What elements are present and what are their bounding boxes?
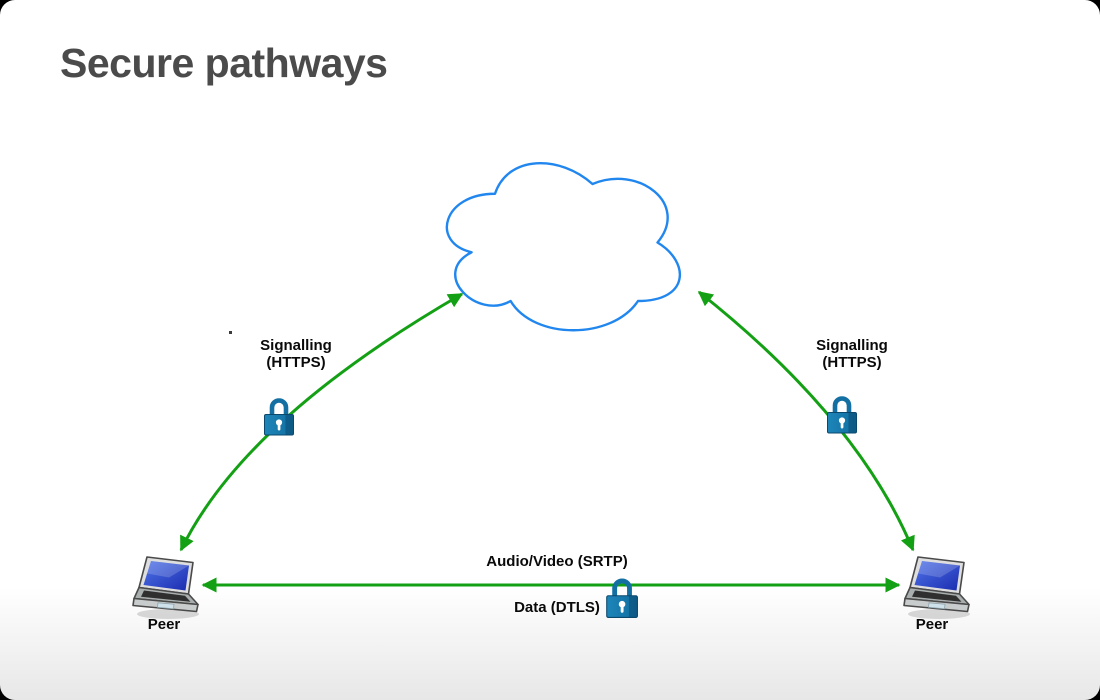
label-signalling-left-line2: (HTTPS): [266, 354, 326, 371]
label-peer-left: Peer: [147, 616, 181, 633]
laptop-icon-right: [903, 556, 971, 620]
label-signalling-right-line1: Signalling: [816, 337, 888, 354]
label-signalling-left-line1: Signalling: [260, 337, 332, 354]
internet-cloud-icon: [445, 162, 681, 332]
label-peer-right: Peer: [915, 616, 949, 633]
label-signalling-left: Signalling (HTTPS): [260, 337, 332, 371]
label-signalling-right-line2: (HTTPS): [822, 354, 882, 371]
padlock-icon-right: [828, 399, 857, 434]
label-data-dtls: Data (DTLS): [514, 599, 600, 616]
laptop-icon-left: [132, 556, 200, 620]
padlock-icon-left: [265, 401, 294, 436]
stray-dot-artifact: [229, 331, 232, 334]
label-audio-video-srtp: Audio/Video (SRTP): [486, 553, 628, 570]
page-title: Secure pathways: [60, 40, 388, 86]
signalling-right-arrow: [697, 290, 915, 552]
signalling-left-arrow: [179, 292, 464, 552]
label-signalling-right: Signalling (HTTPS): [816, 337, 888, 371]
